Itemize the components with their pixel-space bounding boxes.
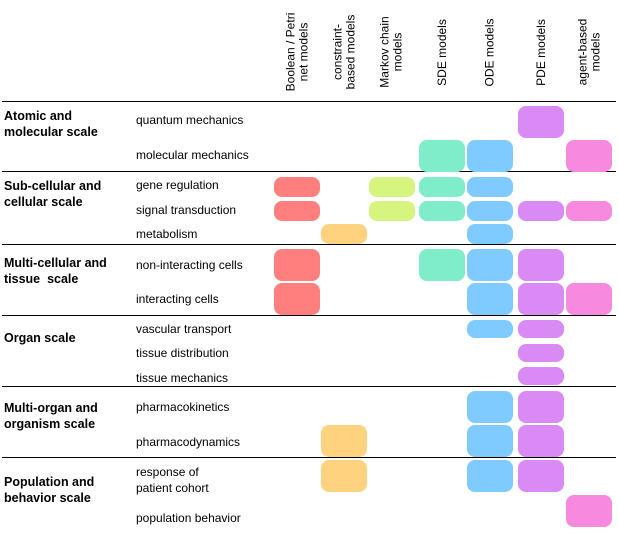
scale-label: Organ scale <box>4 331 76 345</box>
scale-label: Population and behavior scale <box>4 475 95 505</box>
scale-label: Multi-organ and organism scale <box>4 401 98 431</box>
model-cell-pde <box>518 460 564 492</box>
model-cell-constraint <box>321 460 367 492</box>
row-label: response of patient cohort <box>136 465 209 495</box>
column-header-markov: Markov chain models <box>369 6 415 98</box>
column-header-sde: SDE models <box>419 6 465 98</box>
column-header-boolean: Boolean / Petri net models <box>274 6 320 98</box>
model-cell-boolean <box>274 249 320 281</box>
model-cell-agent <box>566 201 612 221</box>
model-cell-constraint <box>321 425 367 457</box>
model-cell-markov <box>369 201 415 221</box>
scale-divider <box>2 244 616 245</box>
column-header-label: ODE models <box>482 17 497 87</box>
model-cell-pde <box>518 320 564 338</box>
row-label: vascular transport <box>136 322 232 336</box>
scale-label: Sub-cellular and cellular scale <box>4 179 102 209</box>
scale-divider <box>2 101 616 102</box>
model-cell-pde <box>518 283 564 315</box>
model-cell-sde <box>419 249 465 281</box>
model-cell-agent <box>566 140 612 172</box>
model-cell-ode <box>467 140 513 172</box>
model-cell-agent <box>566 495 612 527</box>
model-cell-ode <box>467 460 513 492</box>
model-cell-sde <box>419 201 465 221</box>
row-label: pharmacokinetics <box>136 400 230 414</box>
column-header-label: agent-based models <box>575 18 603 86</box>
model-cell-pde <box>518 106 564 138</box>
scale-label: Atomic and molecular scale <box>4 109 98 139</box>
model-cell-boolean <box>274 177 320 197</box>
column-header-pde: PDE models <box>518 6 564 98</box>
scale-divider <box>2 171 616 172</box>
row-label: interacting cells <box>136 292 219 306</box>
model-cell-pde <box>518 367 564 385</box>
row-label: tissue mechanics <box>136 371 229 385</box>
scale-label: Multi-cellular and tissue scale <box>4 256 107 286</box>
row-label: metabolism <box>136 227 198 241</box>
column-header-label: SDE models <box>434 18 449 86</box>
row-label: signal transduction <box>136 203 237 217</box>
model-cell-ode <box>467 249 513 281</box>
model-cell-ode <box>467 425 513 457</box>
scale-divider <box>2 315 616 316</box>
model-cell-pde <box>518 391 564 423</box>
row-label: molecular mechanics <box>136 148 249 162</box>
column-header-label: PDE models <box>533 18 548 86</box>
row-label: non-interacting cells <box>136 258 243 272</box>
column-header-label: Boolean / Petri net models <box>283 12 310 92</box>
model-cell-ode <box>467 177 513 197</box>
model-cell-boolean <box>274 283 320 315</box>
model-cell-sde <box>419 177 465 197</box>
model-cell-agent <box>566 283 612 315</box>
model-cell-pde <box>518 201 564 221</box>
scale-divider <box>2 457 616 458</box>
row-label: population behavior <box>136 511 241 525</box>
column-header-constraint: constraint- based models <box>321 6 367 98</box>
column-header-label: constraint- based models <box>330 14 357 90</box>
model-cell-ode <box>467 391 513 423</box>
model-cell-ode <box>467 224 513 244</box>
model-cell-pde <box>518 344 564 362</box>
model-cell-boolean <box>274 201 320 221</box>
model-cell-pde <box>518 249 564 281</box>
scale-divider <box>2 386 616 387</box>
model-cell-ode <box>467 201 513 221</box>
model-cell-sde <box>419 140 465 172</box>
model-cell-ode <box>467 320 513 338</box>
model-cell-markov <box>369 177 415 197</box>
row-label: pharmacodynamics <box>136 435 241 449</box>
model-cell-ode <box>467 283 513 315</box>
column-header-agent: agent-based models <box>566 6 612 98</box>
row-label: tissue distribution <box>136 346 229 360</box>
row-label: quantum mechanics <box>136 113 244 127</box>
model-cell-constraint <box>321 224 367 244</box>
row-label: gene regulation <box>136 178 219 192</box>
model-cell-pde <box>518 425 564 457</box>
column-header-label: Markov chain models <box>378 16 405 88</box>
column-header-ode: ODE models <box>467 6 513 98</box>
